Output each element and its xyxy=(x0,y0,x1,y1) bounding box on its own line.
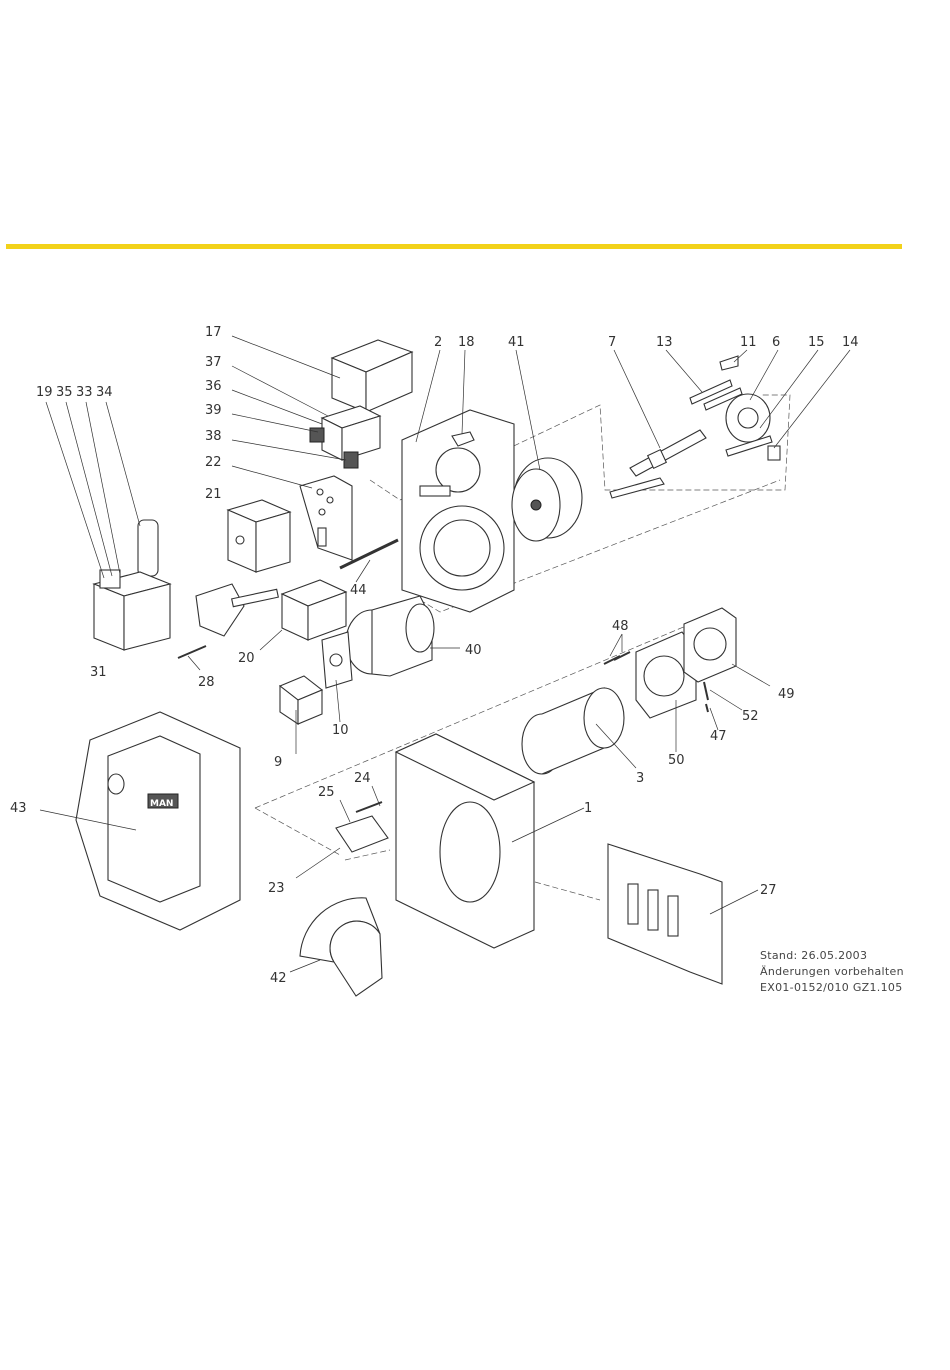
part-24-25-electrode xyxy=(336,802,388,852)
part-22-bracket xyxy=(300,476,352,560)
callout-21: 21 xyxy=(205,487,222,502)
callout-7: 7 xyxy=(608,335,616,350)
callout-20: 20 xyxy=(238,651,255,666)
callout-39: 39 xyxy=(205,403,222,418)
callout-18: 18 xyxy=(458,335,475,350)
drawing-number: EX01-0152/010 GZ1.105 xyxy=(760,980,904,996)
callout-2: 2 xyxy=(434,335,442,350)
part-43-cover-hood xyxy=(76,712,240,930)
revision-note: Stand: 26.05.2003 Änderungen vorbehalten… xyxy=(760,948,904,996)
callout-27: 27 xyxy=(760,883,777,898)
part-41-fan-wheel xyxy=(512,458,582,541)
callout-23: 23 xyxy=(268,881,285,896)
part-21-servo xyxy=(228,500,290,572)
callout-42: 42 xyxy=(270,971,287,986)
part-3-flame-tube xyxy=(522,688,624,774)
part-27-air-intake xyxy=(608,844,722,984)
callout-41: 41 xyxy=(508,335,525,350)
part-48-screws xyxy=(604,652,630,664)
part-47-screw xyxy=(706,704,708,712)
callout-38: 38 xyxy=(205,429,222,444)
part-52-screw xyxy=(704,682,708,700)
callout-34: 34 xyxy=(96,385,113,400)
callout-14: 14 xyxy=(842,335,859,350)
part-7-mixing-tube xyxy=(610,430,706,498)
part-10-plate xyxy=(322,632,352,688)
callout-9: 9 xyxy=(274,755,282,770)
callout-1: 1 xyxy=(584,801,592,816)
callout-36: 36 xyxy=(205,379,222,394)
callout-48: 48 xyxy=(612,619,629,634)
part-9-pressure-switch xyxy=(280,676,322,724)
callout-24: 24 xyxy=(354,771,371,786)
assembly-guide-line xyxy=(535,882,600,900)
part-20-flange xyxy=(196,584,278,636)
callout-35: 35 xyxy=(56,385,73,400)
assembly-guide-line xyxy=(255,808,340,855)
callout-28: 28 xyxy=(198,675,215,690)
callout-10: 10 xyxy=(332,723,349,738)
part-37-36-39-38-terminal-block xyxy=(310,406,380,468)
part-42-air-damper xyxy=(300,898,382,996)
callout-25: 25 xyxy=(318,785,335,800)
callout-22: 22 xyxy=(205,455,222,470)
part-13-11-6-15-14-ignition-assembly xyxy=(690,356,780,460)
callout-47: 47 xyxy=(710,729,727,744)
part-40-motor xyxy=(346,596,434,676)
part-28-screw xyxy=(178,646,206,658)
callout-33: 33 xyxy=(76,385,93,400)
part-19-35-33-34-gas-valve xyxy=(94,520,170,650)
callout-3: 3 xyxy=(636,771,644,786)
callout-15: 15 xyxy=(808,335,825,350)
callout-52: 52 xyxy=(742,709,759,724)
brand-logo: MAN xyxy=(150,799,173,809)
callout-17: 17 xyxy=(205,325,222,340)
callout-37: 37 xyxy=(205,355,222,370)
callout-31: 31 xyxy=(90,665,107,680)
part-ignition-transformer xyxy=(282,580,346,640)
callout-50: 50 xyxy=(668,753,685,768)
change-notice: Änderungen vorbehalten xyxy=(760,964,904,980)
callout-44: 44 xyxy=(350,583,367,598)
callout-43: 43 xyxy=(10,801,27,816)
part-17-control-box xyxy=(332,340,412,412)
callout-19: 19 xyxy=(36,385,53,400)
revision-date: Stand: 26.05.2003 xyxy=(760,948,904,964)
callout-49: 49 xyxy=(778,687,795,702)
callout-40: 40 xyxy=(465,643,482,658)
callout-11: 11 xyxy=(740,335,757,350)
part-49-gasket xyxy=(684,608,736,682)
callout-6: 6 xyxy=(772,335,780,350)
callout-13: 13 xyxy=(656,335,673,350)
